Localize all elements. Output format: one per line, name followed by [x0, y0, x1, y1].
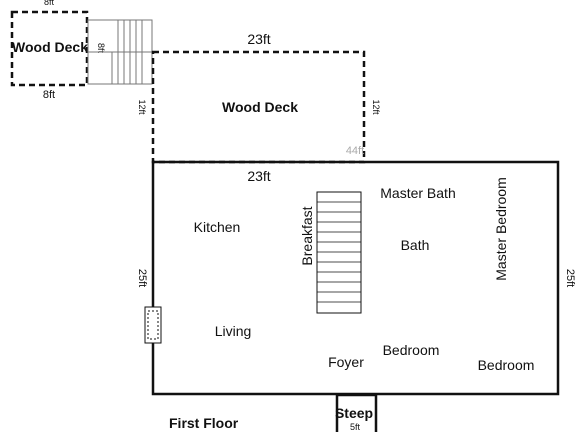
- main-deck-left-dim: 12ft: [137, 99, 147, 115]
- small-deck-side-dim: 8ft: [96, 43, 106, 54]
- room-bedroom-right: Bedroom: [478, 357, 535, 373]
- interior-staircase: [316, 191, 362, 314]
- stoop: Steep 5ft: [335, 393, 378, 432]
- room-breakfast: Breakfast: [299, 206, 315, 265]
- small-deck-bottom-dim: 8ft: [43, 89, 55, 101]
- room-bath: Bath: [401, 237, 430, 253]
- main-deck-right-dim: 12ft: [371, 99, 381, 115]
- small-wood-deck: Wood Deck 8ft 8ft 8ft: [10, 0, 106, 101]
- floor-title: First Floor: [169, 415, 239, 431]
- main-wood-deck: Wood Deck 23ft 23ft 12ft 12ft 44ft: [137, 31, 381, 184]
- main-deck-top-dim: 23ft: [247, 31, 270, 47]
- stoop-dim: 5ft: [350, 422, 361, 432]
- fireplace-symbol: [144, 306, 162, 344]
- main-deck-label: Wood Deck: [222, 99, 298, 115]
- room-foyer: Foyer: [328, 354, 364, 370]
- small-deck-outline: [10, 10, 89, 87]
- stoop-label: Steep: [335, 405, 373, 421]
- room-master-bedroom: Master Bedroom: [493, 177, 509, 280]
- staircase-outline: [316, 191, 362, 314]
- house-left-dim: 25ft: [136, 269, 148, 287]
- house-right-dim: 25ft: [564, 269, 576, 287]
- stoop-outline: [335, 393, 378, 432]
- main-deck-bottom-dim: 23ft: [247, 168, 270, 184]
- main-deck-outline: [151, 50, 366, 164]
- room-bedroom-center: Bedroom: [383, 342, 440, 358]
- deck-stairs: [87, 19, 153, 85]
- house: 25ft 25ft Kitchen Breakfast Master Bath …: [136, 160, 576, 396]
- room-kitchen: Kitchen: [194, 219, 241, 235]
- small-deck-label: Wood Deck: [12, 39, 88, 55]
- room-master-bath: Master Bath: [380, 185, 455, 201]
- small-deck-top-dim: 8ft: [44, 0, 55, 7]
- main-deck-faded-dim: 44ft: [346, 145, 364, 157]
- room-living: Living: [215, 323, 252, 339]
